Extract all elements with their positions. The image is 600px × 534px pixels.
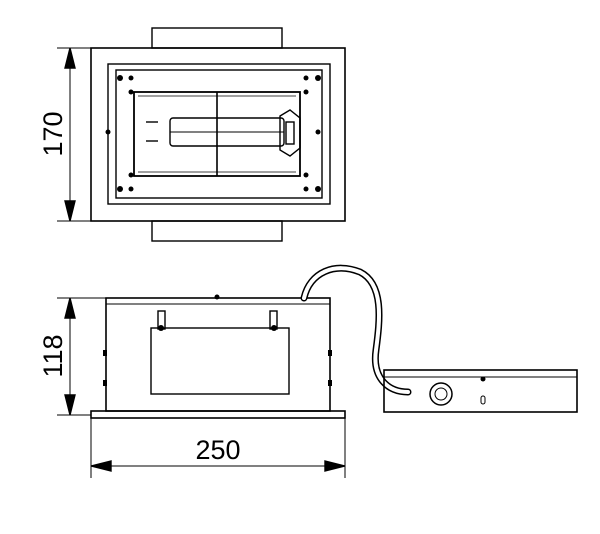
ballast-connector [429, 382, 453, 406]
top-view [90, 27, 346, 242]
dimension-label-top: 170 [38, 111, 68, 156]
housing [115, 69, 323, 199]
lamp-socket [279, 109, 301, 157]
inner-frame [107, 63, 331, 205]
bottom-ear [151, 220, 283, 242]
cable [300, 264, 412, 396]
top-ear [151, 27, 283, 49]
dimension-top-height [57, 47, 91, 222]
dimension-side-width [90, 418, 346, 478]
side-view [90, 264, 578, 419]
label-plate [150, 327, 290, 395]
screws [105, 75, 321, 192]
dimension-label-side-height: 118 [38, 334, 68, 377]
ballast-box [383, 369, 578, 413]
dimension-label-side-width: 250 [195, 435, 240, 465]
outer-frame [90, 47, 346, 222]
dimension-side-height [57, 297, 106, 416]
side-flange [90, 410, 346, 419]
